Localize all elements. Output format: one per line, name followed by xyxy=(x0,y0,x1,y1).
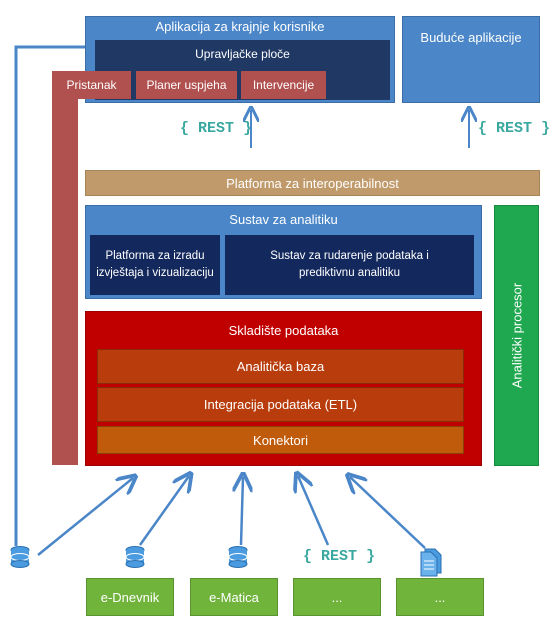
rest-brace-close-2: } xyxy=(541,120,551,137)
rest-label-1: { REST } xyxy=(180,120,252,137)
interop-platform-box: Platforma za interoperabilnost xyxy=(85,170,540,196)
analytics-system-title: Sustav za analitiku xyxy=(229,212,338,227)
etl-box: Integracija podataka (ETL) xyxy=(97,387,464,422)
connectors-box: Konektori xyxy=(97,426,464,454)
analytic-db-label: Analitička baza xyxy=(236,359,325,374)
interop-platform-label: Platforma za interoperabilnost xyxy=(226,175,399,191)
document-icon xyxy=(420,548,442,577)
source-box-3: ... xyxy=(293,578,381,616)
future-apps-label: Buduće aplikacije xyxy=(420,30,522,45)
pristanak-label: Pristanak xyxy=(66,78,117,92)
left-connector-line xyxy=(14,45,86,546)
source-box-4: ... xyxy=(396,578,484,616)
reporting-platform-box: Platforma za izradu izvještaja i vizuali… xyxy=(90,235,220,295)
intervencije-label: Intervencije xyxy=(252,78,315,92)
connectors-label: Konektori xyxy=(253,432,308,448)
analytic-processor-box: Analitički procesor xyxy=(494,205,539,466)
rest-brace-open-1: { xyxy=(180,120,190,137)
data-warehouse-title: Skladište podataka xyxy=(228,323,339,338)
rest-brace-close-3: } xyxy=(366,548,376,565)
dashboards-label: Upravljačke ploče xyxy=(195,47,290,61)
rest-text-3: REST xyxy=(321,548,358,565)
rest-label-3: { REST } xyxy=(303,548,375,565)
source-arrow-4 xyxy=(298,476,330,546)
source-arrow-1 xyxy=(37,478,133,556)
source-box-edigital: e-Dnevnik xyxy=(86,578,174,616)
source-arrow-2 xyxy=(138,476,189,546)
rest-brace-open-2: { xyxy=(478,120,488,137)
source-label-3: ... xyxy=(331,589,343,605)
future-apps-box: Buduće aplikacije xyxy=(402,16,540,103)
database-icon xyxy=(125,546,145,568)
database-icon xyxy=(10,546,30,568)
source-label-2: e-Matica xyxy=(209,589,259,605)
planer-box: Planer uspjeha xyxy=(136,71,237,99)
consent-vertical-bar xyxy=(52,71,78,465)
planer-label: Planer uspjeha xyxy=(146,78,227,92)
data-mining-label: Sustav za rudarenje podataka i prediktiv… xyxy=(270,250,429,279)
rest-brace-open-3: { xyxy=(303,548,313,565)
rest-label-2: { REST } xyxy=(478,120,550,137)
source-box-ematica: e-Matica xyxy=(190,578,278,616)
source-arrow-3 xyxy=(241,477,243,546)
rest-text-2: REST xyxy=(496,120,533,137)
rest-text-1: REST xyxy=(198,120,235,137)
source-arrow-5 xyxy=(350,477,426,549)
intervencije-box: Intervencije xyxy=(241,71,326,99)
reporting-platform-label: Platforma za izradu izvještaja i vizuali… xyxy=(96,250,214,279)
pristanak-box: Pristanak xyxy=(52,71,131,99)
database-icon xyxy=(228,546,248,568)
source-label-1: e-Dnevnik xyxy=(100,589,160,605)
end-user-apps-title: Aplikacija za krajnje korisnike xyxy=(155,19,325,34)
analytic-db-box: Analitička baza xyxy=(97,349,464,384)
etl-label: Integracija podataka (ETL) xyxy=(203,397,358,412)
source-label-4: ... xyxy=(434,589,446,605)
data-mining-box: Sustav za rudarenje podataka i prediktiv… xyxy=(225,235,474,295)
rest-brace-close-1: } xyxy=(243,120,253,137)
